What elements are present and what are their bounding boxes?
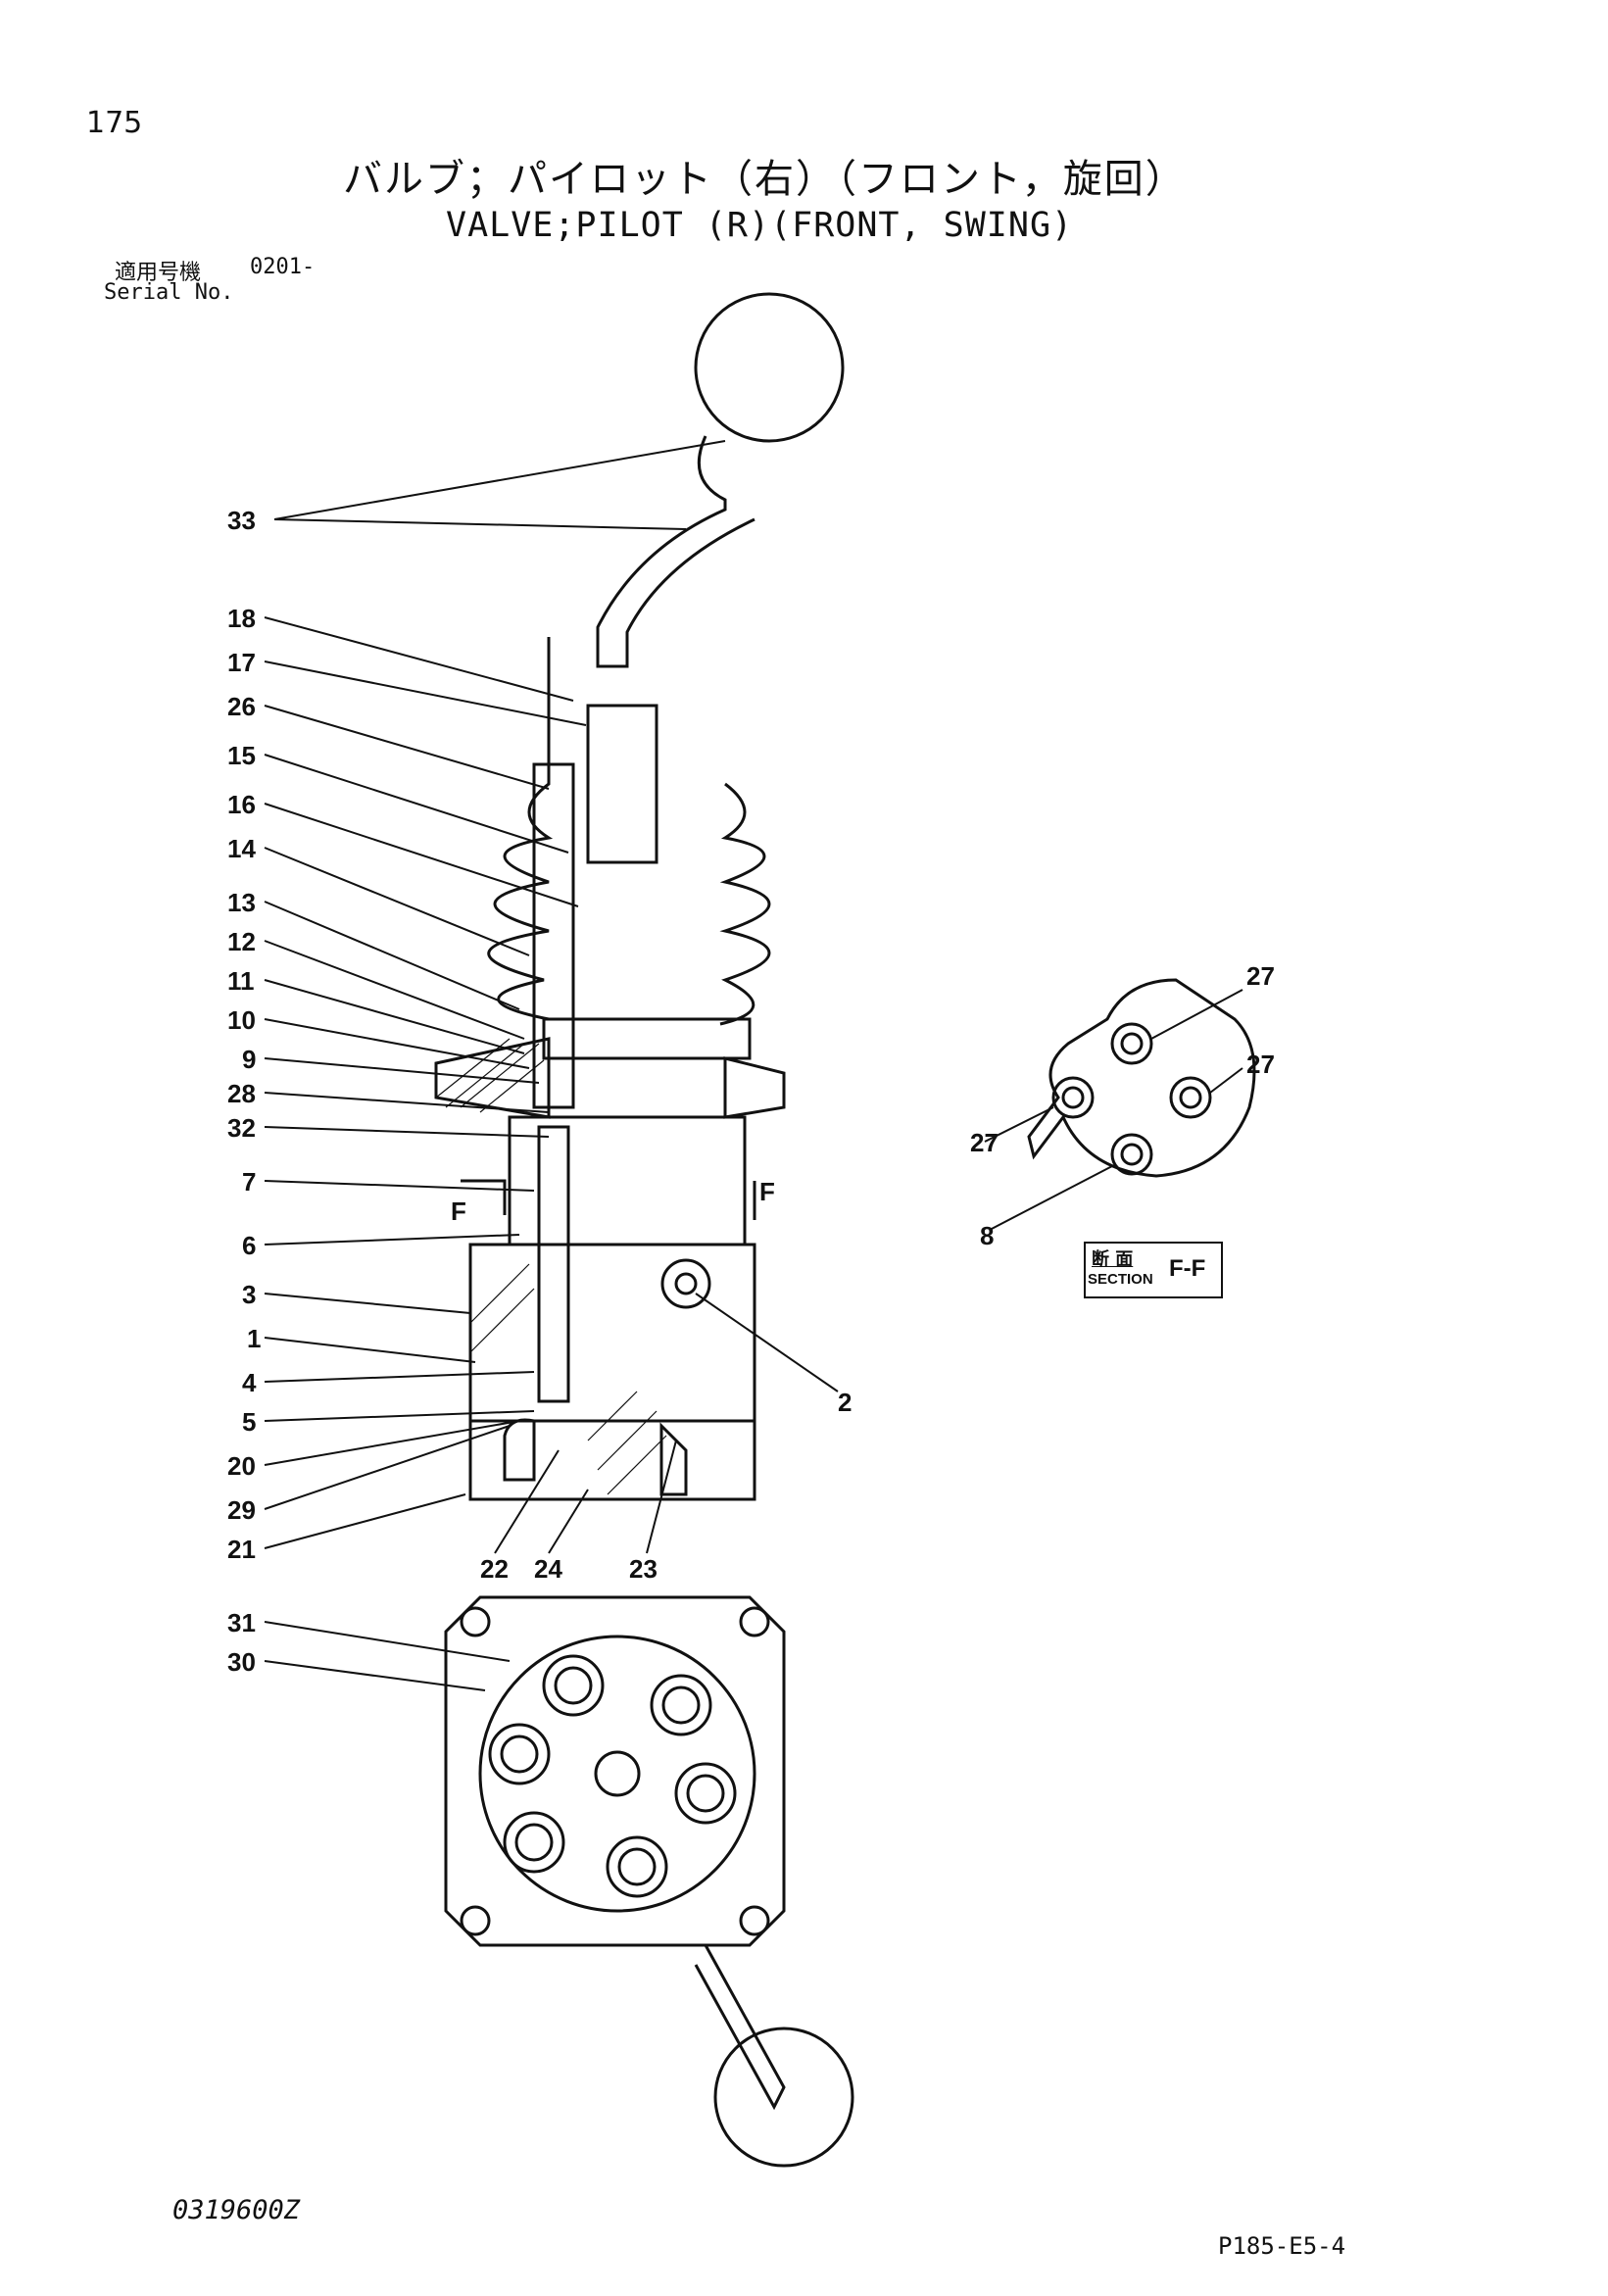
callout-label: 11: [227, 966, 255, 996]
section-label-box: 断 面 SECTION F-F: [1084, 1242, 1223, 1298]
callout-label: 27: [1246, 1050, 1275, 1079]
callout-label: 24: [534, 1554, 562, 1584]
callout-label: 6: [242, 1231, 256, 1260]
callout-label: 4: [242, 1368, 257, 1397]
section-mark: F: [451, 1197, 466, 1226]
document-code: 0319600Z: [172, 2195, 301, 2225]
leader-lines: [264, 440, 1243, 1691]
rubber-boot: [487, 637, 771, 1026]
callout-label: 15: [227, 741, 256, 770]
body-lower: [468, 1419, 756, 1501]
callout-label: 5: [242, 1407, 256, 1437]
callout-label: 33: [227, 506, 256, 535]
title-japanese: バルブ；パイロット（右）（フロント，旋回）: [343, 157, 1187, 202]
callout-label: 17: [227, 648, 256, 677]
body-middle: [468, 1243, 756, 1423]
right-flange: [723, 1056, 786, 1119]
callout-label: 22: [480, 1554, 509, 1584]
page-number: 175: [86, 106, 143, 140]
serial-label-japanese: 適用号機: [115, 261, 202, 285]
section-mark: F: [759, 1177, 775, 1206]
callout-label: 31: [227, 1608, 256, 1637]
port-2: [660, 1258, 711, 1309]
callout-label: 1: [247, 1324, 261, 1353]
callout-label: 27: [1246, 961, 1275, 991]
callout-label: 16: [227, 790, 256, 819]
section-label-english: SECTION: [1088, 1271, 1153, 1288]
callout-label: 29: [227, 1495, 256, 1525]
serial-value: 0201-: [250, 255, 316, 279]
callout-label: 8: [980, 1221, 994, 1250]
title-english: VALVE;PILOT (R)(FRONT, SWING): [446, 206, 1074, 245]
callout-label: 30: [227, 1647, 256, 1677]
callout-label: 21: [227, 1535, 256, 1564]
callout-label: 2: [838, 1388, 852, 1417]
callout-label: 26: [227, 692, 256, 721]
callout-label: 9: [242, 1045, 256, 1074]
callout-label: 20: [227, 1451, 256, 1481]
callout-label: 14: [227, 834, 256, 863]
serial-label-english: Serial No.: [104, 280, 234, 305]
plate-code: P185-E5-4: [1218, 2232, 1346, 2260]
lever-shaft: [596, 435, 755, 668]
section-f-f-view: [1027, 978, 1256, 1178]
callout-label: 13: [227, 888, 256, 917]
bottom-view: [444, 1595, 854, 2168]
callout-label: 32: [227, 1113, 256, 1143]
callout-label: 18: [227, 604, 256, 633]
section-id: F-F: [1169, 1255, 1206, 1282]
plug: [503, 1418, 536, 1482]
check-plug: [659, 1422, 688, 1496]
callout-label: 12: [227, 927, 256, 956]
section-label-japanese: 断 面: [1092, 1249, 1134, 1270]
callout-label: 7: [242, 1167, 256, 1197]
callout-label: 27: [970, 1128, 999, 1157]
callout-label: 3: [242, 1280, 256, 1309]
lever-knob: [694, 292, 845, 443]
callout-label: 10: [227, 1005, 256, 1035]
callout-label: 28: [227, 1079, 256, 1108]
callout-label: 23: [629, 1554, 658, 1584]
callout-labels: 33 18 17 26 15 16 14 13 12 11 10 9 28 32…: [227, 506, 1275, 1677]
